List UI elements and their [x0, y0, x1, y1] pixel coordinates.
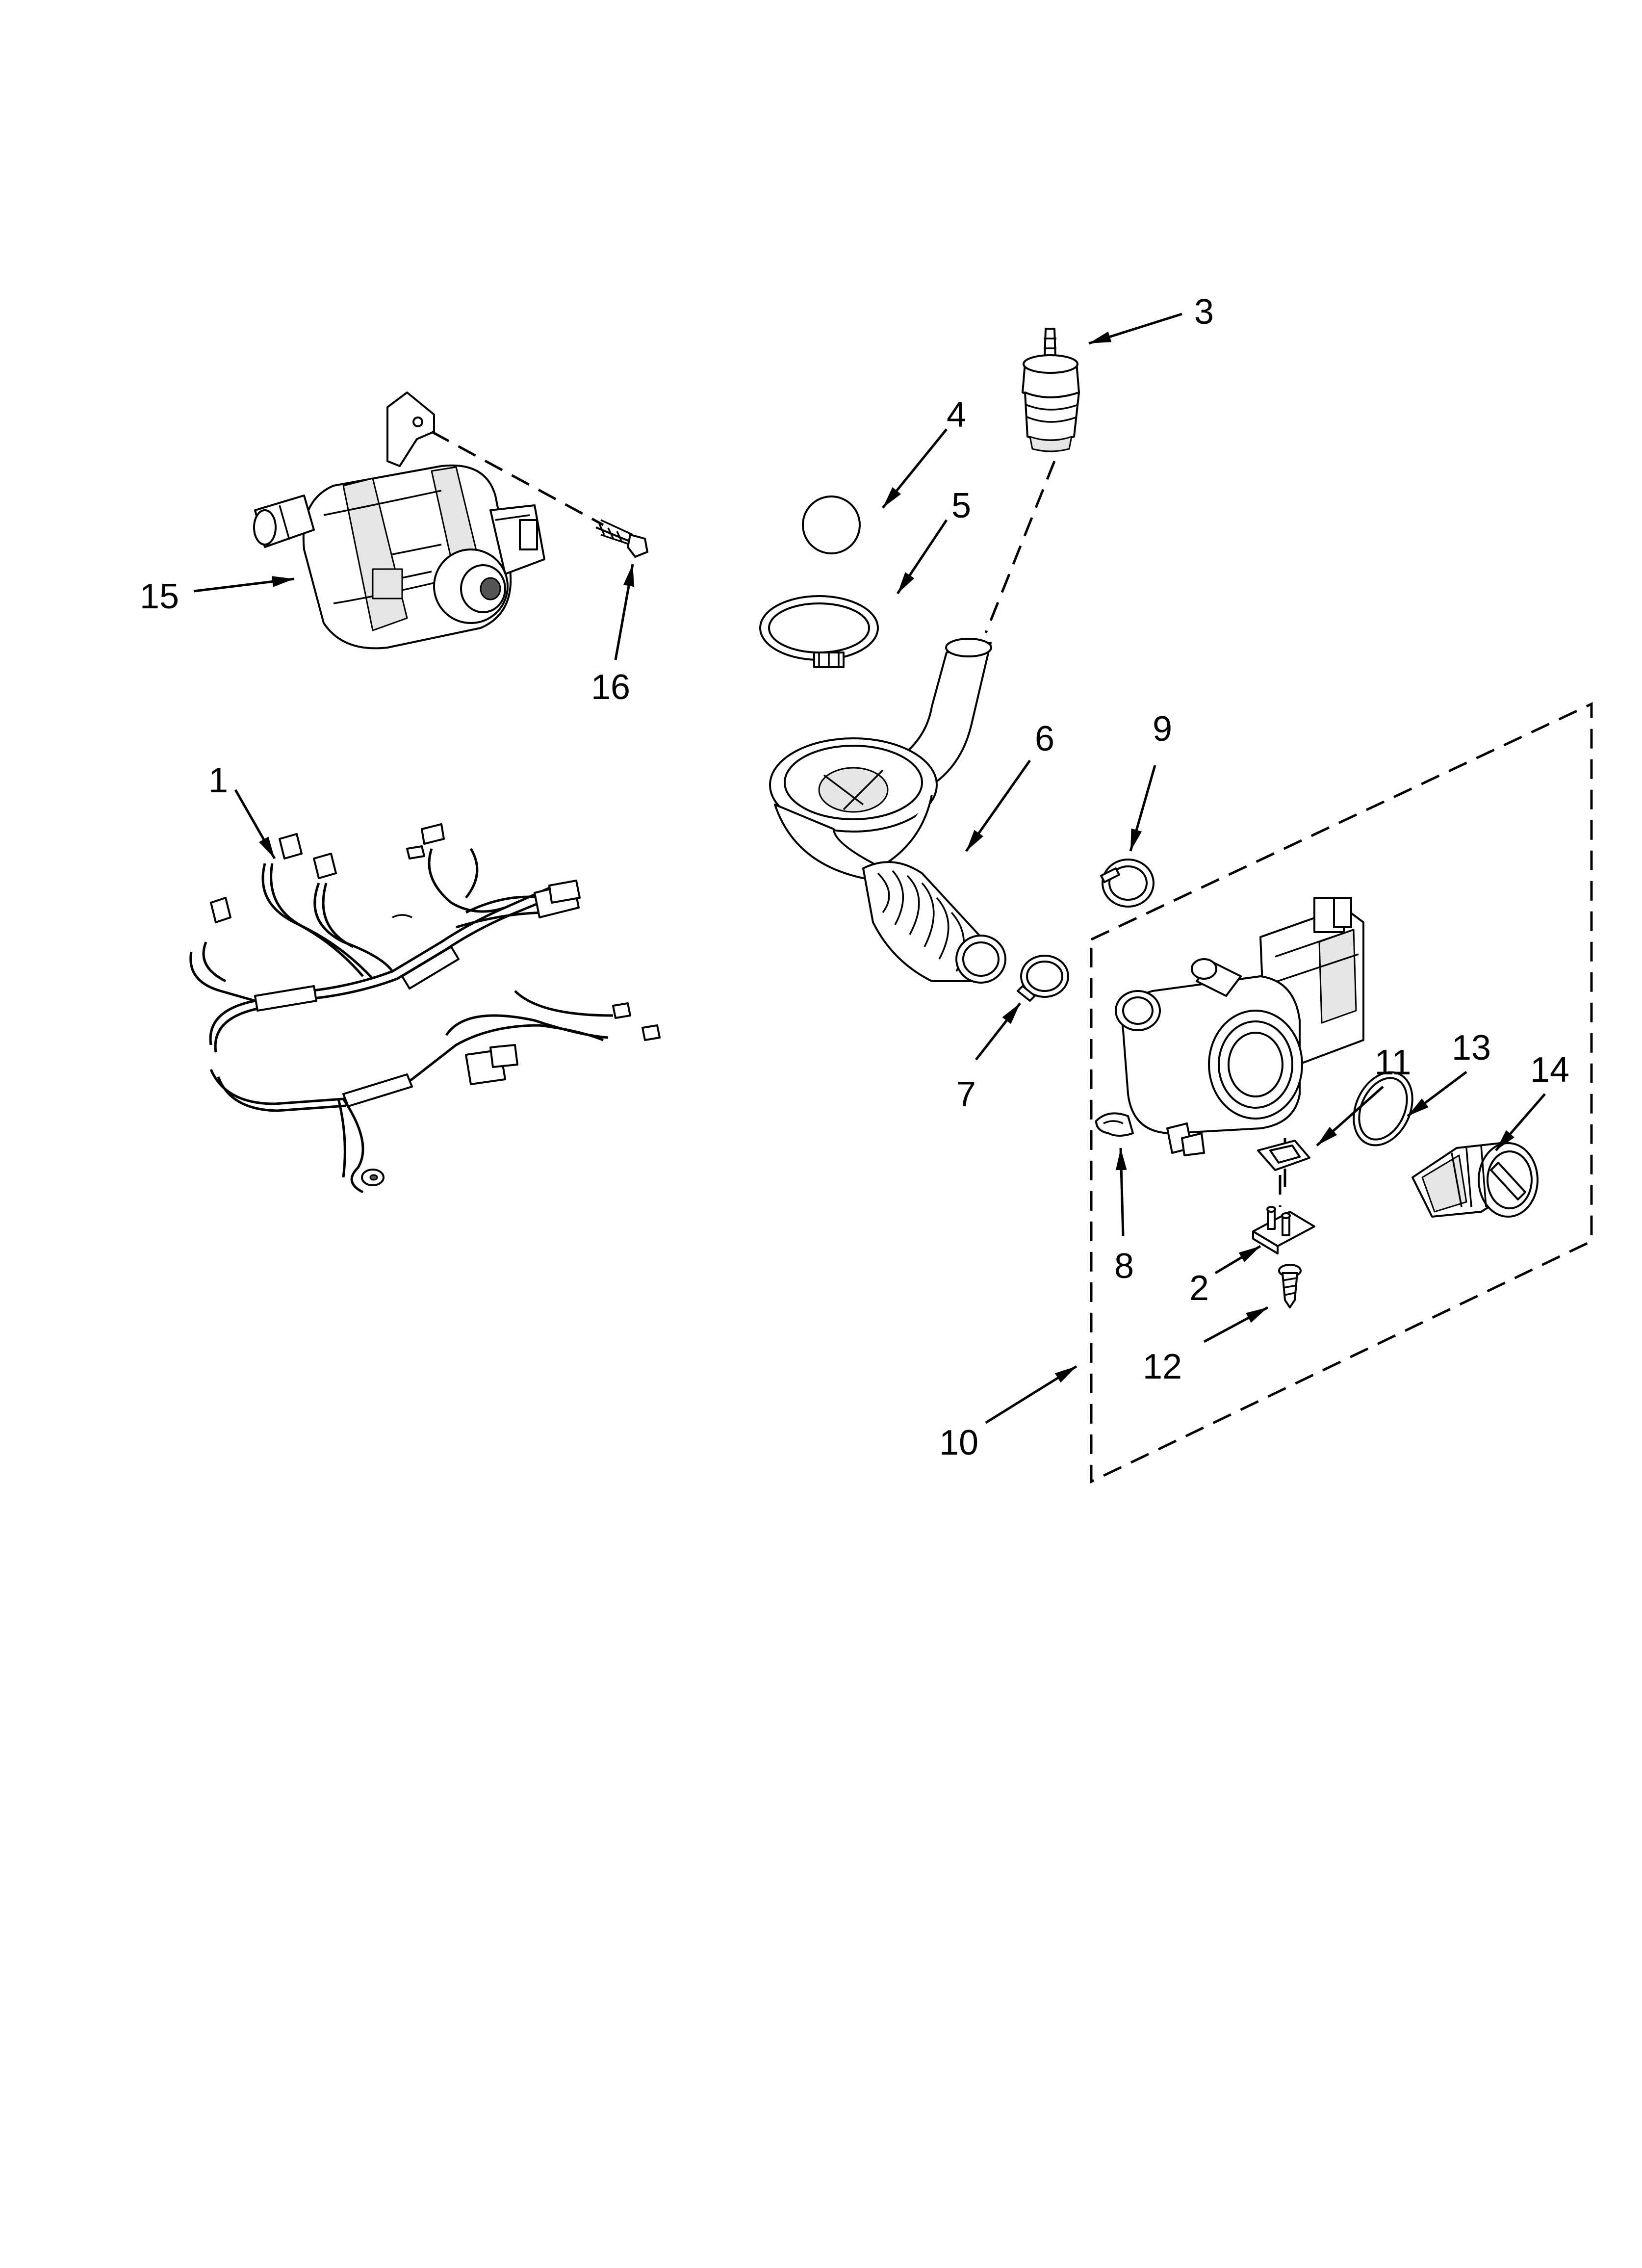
leader-5 [896, 519, 948, 595]
callout-leaders [193, 313, 1546, 1424]
leader-15 [193, 576, 295, 593]
pump-filter [1411, 1142, 1539, 1218]
motor-screw [595, 519, 648, 558]
outlet-clamp [1017, 955, 1069, 1002]
leader-4 [882, 428, 948, 509]
drive-motor [253, 391, 545, 650]
pressure-dome [1022, 328, 1080, 452]
callout-11: 11 [1375, 1043, 1411, 1082]
callout-labels: 1 2 3 4 5 6 7 8 9 10 11 12 13 14 15 16 [140, 292, 1569, 1462]
callout-5: 5 [951, 486, 971, 525]
motor-screw-dashed-line [431, 430, 604, 526]
callout-3: 3 [1194, 292, 1214, 332]
leader-11 [1316, 1086, 1384, 1147]
leader-12 [1203, 1306, 1269, 1343]
callout-12: 12 [1143, 1347, 1182, 1386]
callout-2: 2 [1189, 1269, 1209, 1308]
leader-1 [234, 789, 276, 860]
wire-harness [189, 823, 661, 1194]
leader-2 [1214, 1245, 1261, 1275]
leader-16 [614, 564, 635, 660]
callout-10: 10 [939, 1423, 978, 1462]
dome-hose-dashed-line [984, 461, 1056, 633]
callout-14: 14 [1530, 1050, 1569, 1090]
sump-hose [769, 638, 1006, 984]
bracket-screw [1278, 1264, 1302, 1308]
drain-pump [1115, 897, 1364, 1156]
callout-13: 13 [1452, 1028, 1491, 1068]
pump-gasket [1257, 1140, 1310, 1171]
leader-10 [985, 1365, 1078, 1424]
callout-8: 8 [1114, 1247, 1134, 1286]
callout-1: 1 [208, 761, 228, 800]
leader-9 [1129, 765, 1156, 852]
callout-9: 9 [1153, 709, 1172, 749]
inlet-clamp [1100, 859, 1155, 908]
check-ball [802, 495, 861, 554]
filter-o-ring [1353, 1071, 1413, 1147]
leader-3 [1088, 313, 1182, 345]
pump-clip [1095, 1112, 1134, 1137]
drain-pump-assembly-outline [1090, 702, 1593, 1484]
hose-clamp [759, 595, 879, 668]
leader-8 [1116, 1147, 1127, 1237]
callout-16: 16 [591, 668, 630, 707]
mounting-bracket [1252, 1206, 1315, 1254]
callout-7: 7 [956, 1075, 976, 1114]
leader-6 [965, 759, 1031, 852]
callout-4: 4 [947, 395, 966, 435]
callout-6: 6 [1035, 719, 1054, 758]
leader-14 [1495, 1093, 1546, 1151]
leader-13 [1407, 1071, 1467, 1117]
leader-7 [975, 1002, 1021, 1061]
callout-15: 15 [140, 577, 179, 616]
